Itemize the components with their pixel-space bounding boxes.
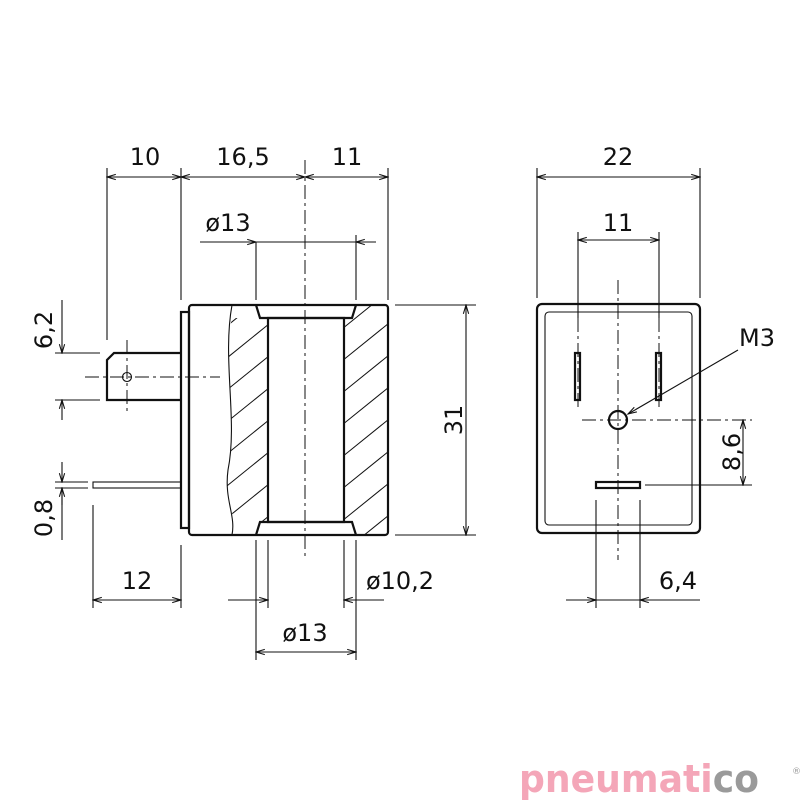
dim-6-4: 6,4 xyxy=(659,567,697,595)
m3-leader xyxy=(628,349,739,414)
spade-terminal xyxy=(105,351,181,402)
hatch-right xyxy=(344,305,388,535)
logo-accent-text: co xyxy=(713,757,759,800)
dim-11-front: 11 xyxy=(603,209,634,237)
dim-0-8: 0,8 xyxy=(30,499,58,537)
counterbore-top xyxy=(254,304,358,320)
dim-6-2: 6,2 xyxy=(30,311,58,349)
dim-8-6: 8,6 xyxy=(718,433,746,471)
extension-lines-front xyxy=(536,168,752,608)
logo-registered: ® xyxy=(792,767,800,777)
svg-text:pneumatico: pneumatico xyxy=(519,757,759,800)
dim-10: 10 xyxy=(130,143,161,171)
hatch-left xyxy=(227,318,268,522)
pin-terminal xyxy=(92,481,182,489)
side-view: 10 16,5 11 ø13 31 6,2 0,8 12 ø10,2 ø13 xyxy=(30,143,476,660)
dim-31: 31 xyxy=(440,405,468,436)
counterbore-bottom xyxy=(254,520,358,536)
dimension-lines xyxy=(62,177,466,652)
coil-body xyxy=(187,303,390,537)
dim-11: 11 xyxy=(332,143,363,171)
pneumatico-logo: pneumatico ® xyxy=(519,757,800,800)
dimension-lines-front xyxy=(537,177,743,600)
flange-plate xyxy=(179,310,191,530)
logo-main-text: pneumati xyxy=(519,757,713,800)
dim-dia13-top: ø13 xyxy=(205,209,250,237)
dim-16-5: 16,5 xyxy=(216,143,269,171)
front-view: 22 11 M3 8,6 6,4 xyxy=(535,143,775,608)
break-line xyxy=(226,304,234,536)
dim-12: 12 xyxy=(122,567,153,595)
label-m3: M3 xyxy=(739,324,775,352)
dim-dia10-2: ø10,2 xyxy=(366,567,434,595)
bore xyxy=(266,316,346,524)
dim-dia13-bottom: ø13 xyxy=(282,619,327,647)
dim-22: 22 xyxy=(603,143,634,171)
